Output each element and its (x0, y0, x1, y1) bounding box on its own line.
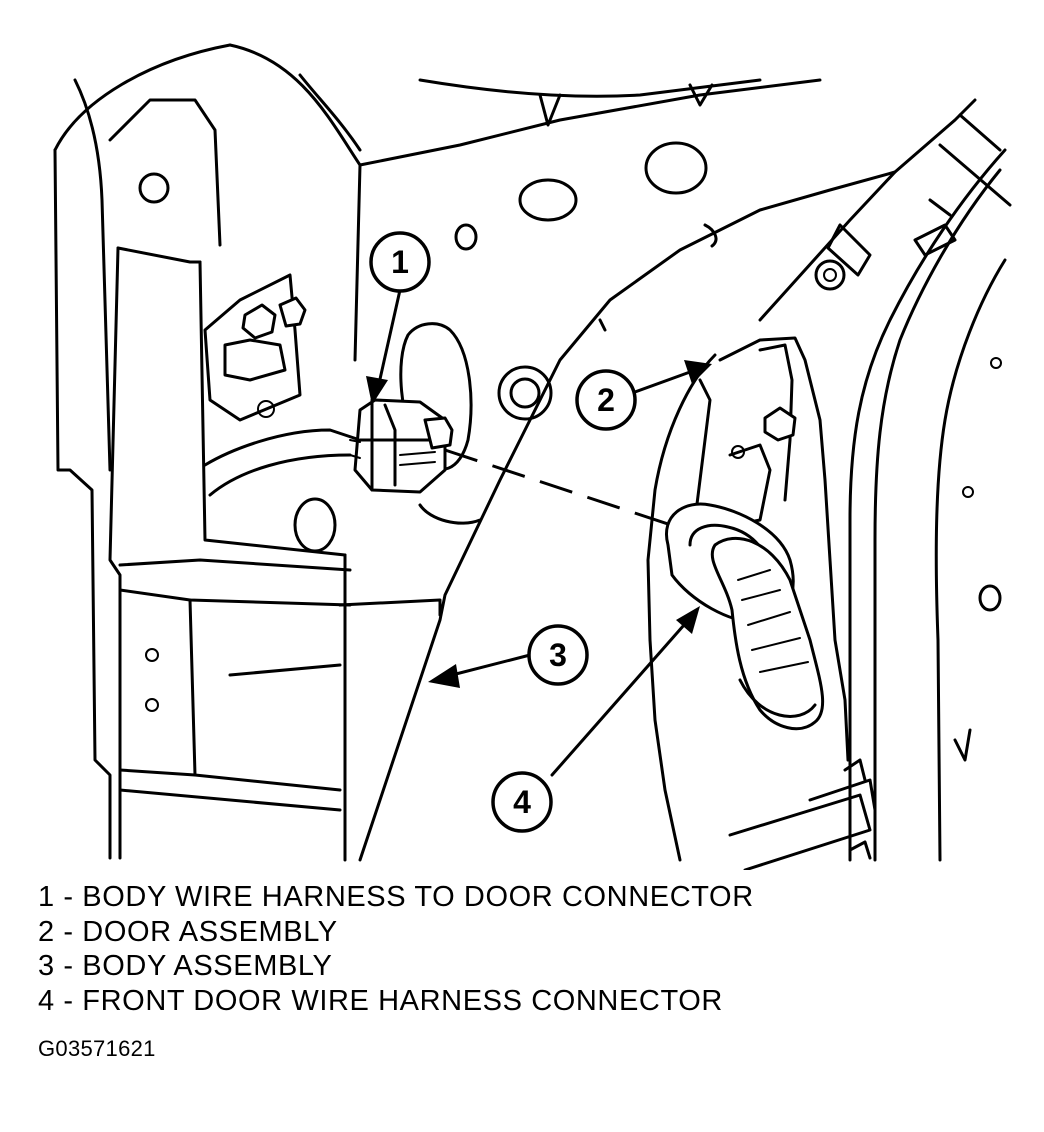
callout-legend: 1 - BODY WIRE HARNESS TO DOOR CONNECTOR … (38, 880, 754, 1018)
callout-1: 1 (369, 231, 431, 293)
figure-id: G03571621 (38, 1036, 156, 1061)
door-harness-grommet-drawing (665, 502, 825, 731)
callout-3: 3 (527, 624, 589, 686)
body-connector-drawing (349, 398, 454, 494)
door-wiring-illustration: 1 2 3 4 (53, 43, 1012, 870)
upper-hinge-drawing (203, 273, 362, 497)
callout-3-number: 3 (549, 637, 567, 673)
callout-2-number: 2 (597, 382, 615, 418)
callout-2: 2 (575, 369, 637, 431)
callout-4: 4 (491, 771, 553, 833)
leader-arrows (366, 288, 712, 777)
legend-item: 4 - FRONT DOOR WIRE HARNESS CONNECTOR (38, 984, 723, 1017)
legend-item: 3 - BODY ASSEMBLY (38, 950, 333, 982)
body-assembly-drawing (53, 43, 897, 862)
legend-item: 2 - DOOR ASSEMBLY (38, 915, 338, 948)
callout-4-number: 4 (513, 784, 531, 820)
connection-alignment-line (444, 448, 681, 530)
callout-1-number: 1 (391, 244, 409, 280)
door-assembly-drawing (646, 98, 1012, 870)
legend-item: 1 - BODY WIRE HARNESS TO DOOR CONNECTOR (38, 881, 754, 913)
